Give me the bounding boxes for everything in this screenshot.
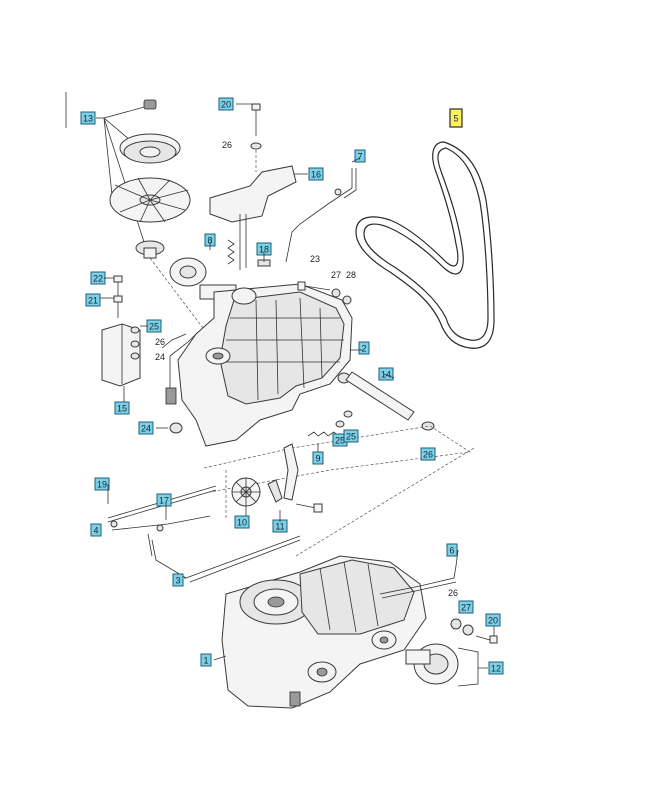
callout-label: 3	[175, 576, 180, 586]
callout-20: 20	[218, 97, 234, 111]
arm-11	[267, 443, 323, 513]
part-number-26: 26	[155, 337, 165, 347]
belt-5	[355, 141, 495, 349]
callout-11: 11	[272, 519, 288, 533]
callout-label: 20	[221, 100, 231, 110]
callout-label: 19	[97, 480, 107, 490]
guide-lines-mid	[203, 425, 471, 493]
callout-21: 21	[85, 293, 101, 307]
callout-label: 1	[203, 656, 208, 666]
callout-26: 26	[420, 447, 436, 461]
callout-2: 2	[358, 341, 370, 355]
callout-label: 18	[259, 245, 269, 255]
bolt-23-set	[297, 281, 352, 305]
callout-20: 20	[485, 613, 501, 627]
nut-24	[169, 422, 183, 434]
callout-label: 13	[83, 114, 93, 124]
pulley-nut	[143, 99, 157, 110]
gear-10	[231, 477, 261, 507]
callout-label: 17	[159, 496, 169, 506]
callout-label: 25	[335, 436, 345, 446]
fan	[109, 177, 191, 223]
part-number-26: 26	[222, 140, 232, 150]
callout-label: 27	[461, 603, 471, 613]
hub-12-group	[405, 618, 498, 685]
callout-24: 24	[138, 421, 154, 435]
part-number-28: 28	[346, 270, 356, 280]
upper-transaxle	[161, 257, 353, 447]
part-number-27: 27	[331, 270, 341, 280]
callout-label: 16	[311, 170, 321, 180]
callout-16: 16	[308, 167, 324, 181]
callout-label: 7	[357, 152, 362, 162]
callout-label: 6	[449, 546, 454, 556]
callout-label: 26	[423, 450, 433, 460]
callout-3: 3	[172, 573, 184, 587]
callout-label: 25	[346, 432, 356, 442]
callout-1: 1	[200, 653, 212, 667]
callout-12: 12	[488, 661, 504, 675]
callout-label: 4	[93, 526, 98, 536]
callout-label: 8	[207, 236, 212, 246]
part-number-24: 24	[155, 352, 165, 362]
lower-transaxle	[221, 555, 457, 709]
callout-25: 25	[343, 429, 359, 443]
linkage-rods	[107, 485, 301, 583]
callout-6: 6	[446, 543, 458, 557]
spring-9	[307, 431, 339, 437]
spring-8	[227, 239, 235, 265]
callout-label: 9	[315, 454, 320, 464]
callout-label: 2	[361, 344, 366, 354]
callout-label: 22	[93, 274, 103, 284]
callout-14: 14	[378, 367, 394, 381]
part-number-23: 23	[310, 254, 320, 264]
callout-label: 21	[88, 296, 98, 306]
callout-label: 11	[275, 522, 284, 532]
callout-label: 25	[149, 322, 159, 332]
callout-15: 15	[114, 401, 130, 415]
part-number-26: 26	[448, 588, 458, 598]
callout-label: 12	[491, 664, 501, 674]
left-block-group	[101, 275, 141, 387]
callout-label: 10	[237, 518, 247, 528]
mount-bracket	[209, 165, 297, 223]
callout-27: 27	[458, 600, 474, 614]
callout-label: 5	[453, 114, 458, 124]
callout-10: 10	[234, 515, 250, 529]
callout-label: 24	[141, 424, 151, 434]
callout-4: 4	[90, 523, 102, 537]
callout-17: 17	[156, 493, 172, 507]
callout-5-highlighted: 5	[449, 108, 463, 128]
callout-label: 20	[488, 616, 498, 626]
callout-22: 22	[90, 271, 106, 285]
shaft-14	[337, 371, 435, 431]
callout-9: 9	[312, 451, 324, 465]
callout-19: 19	[94, 477, 110, 491]
leader-lines	[96, 103, 495, 687]
callout-13: 13	[80, 111, 96, 125]
pulley-fan-group	[103, 99, 213, 341]
bracket-group	[209, 103, 297, 270]
callout-7: 7	[354, 149, 366, 163]
rod-7	[285, 168, 353, 263]
callout-label: 15	[117, 404, 127, 414]
callout-25: 25	[146, 319, 162, 333]
